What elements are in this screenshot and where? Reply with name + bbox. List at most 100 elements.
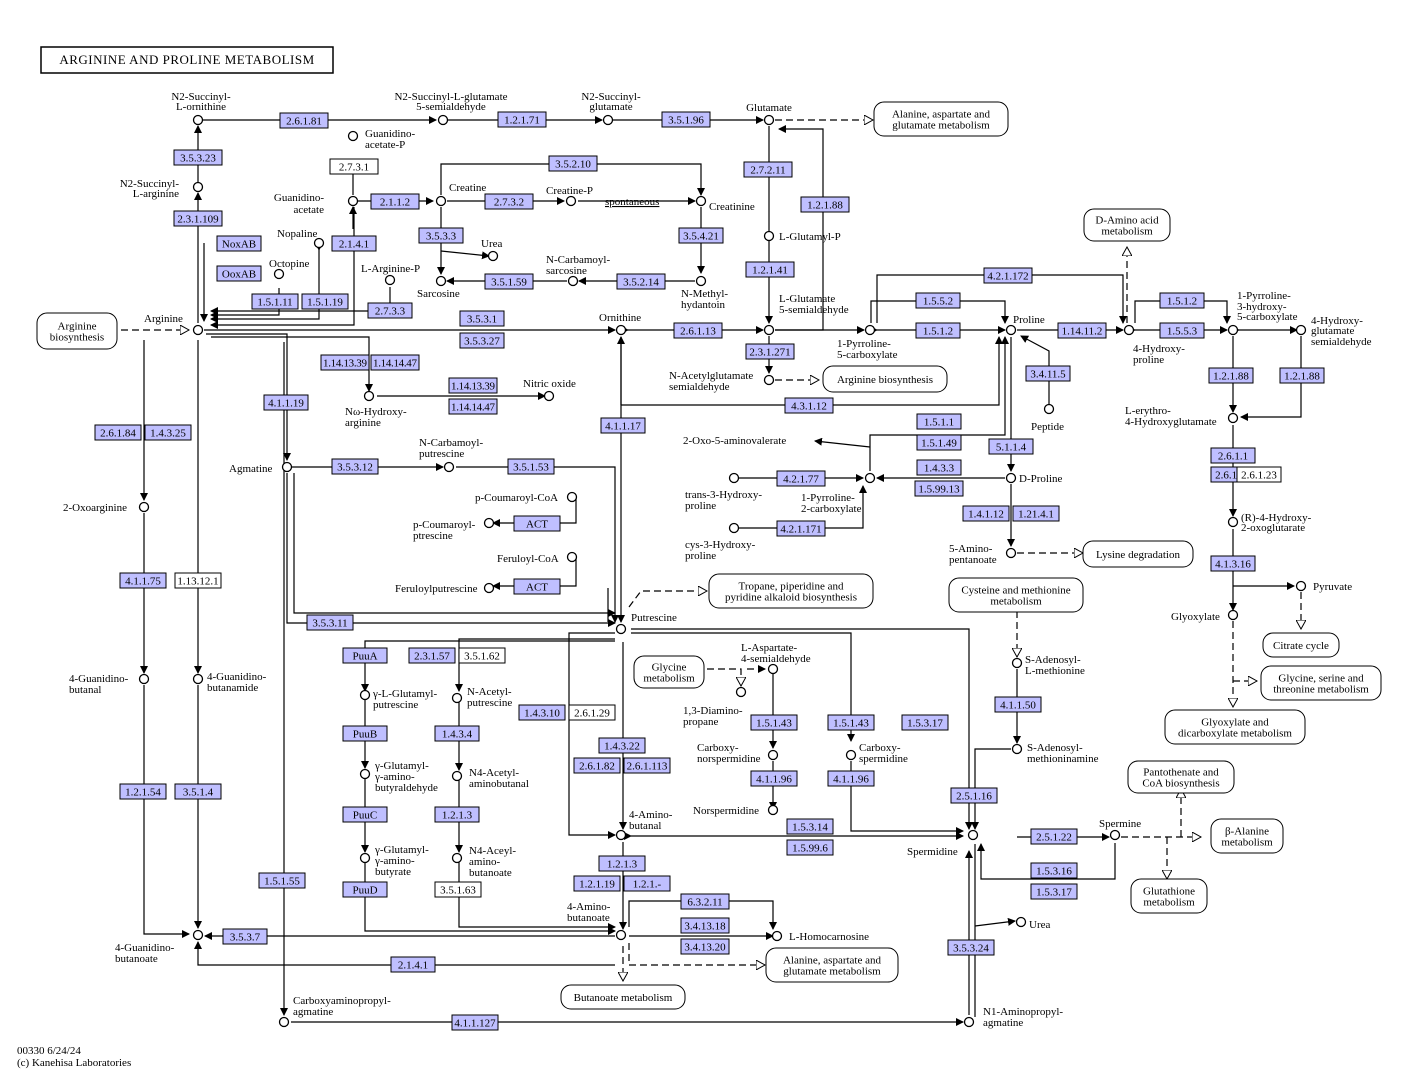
compound-node[interactable]: [359, 852, 371, 864]
enzyme-box[interactable]: 3.5.1.59: [484, 273, 534, 290]
enzyme-box[interactable]: 1.2.1.41: [745, 261, 795, 278]
enzyme-box[interactable]: 1.5.5.3: [1159, 322, 1205, 339]
enzyme-box[interactable]: 1.21.4.1: [1012, 505, 1060, 522]
enzyme-box[interactable]: 1.5.1.1: [916, 413, 962, 430]
compound-node[interactable]: [763, 374, 775, 386]
compound-node[interactable]: [1295, 324, 1307, 336]
enzyme-box[interactable]: 1.14.14.47: [448, 398, 498, 415]
enzyme-box[interactable]: 2.6.1.13: [673, 322, 723, 339]
compound-node[interactable]: [963, 1016, 975, 1028]
enzyme-box[interactable]: 2.6.1.29: [568, 704, 616, 721]
enzyme-box[interactable]: 1.4.3.3: [916, 459, 962, 476]
compound-node[interactable]: [359, 689, 371, 701]
enzyme-box[interactable]: 1.4.3.4: [434, 725, 480, 742]
enzyme-box[interactable]: 2.1.4.1: [331, 235, 377, 252]
compound-node[interactable]: [763, 230, 775, 242]
pathway-map-link[interactable]: Arginine biosynthesis: [822, 365, 948, 393]
enzyme-box[interactable]: 2.6.1.82: [573, 757, 621, 774]
enzyme-box[interactable]: 1.2.1.-: [623, 875, 671, 892]
enzyme-box[interactable]: 1.4.1.12: [962, 505, 1010, 522]
compound-node[interactable]: [1123, 324, 1135, 336]
enzyme-box[interactable]: 3.5.3.11: [306, 614, 354, 631]
enzyme-box[interactable]: ACT: [513, 578, 561, 595]
enzyme-box[interactable]: PuuD: [342, 881, 388, 898]
compound-node[interactable]: [1005, 324, 1017, 336]
compound-node[interactable]: [767, 804, 779, 816]
enzyme-box[interactable]: 1.4.3.22: [598, 737, 646, 754]
compound-node[interactable]: [967, 829, 979, 841]
enzyme-box[interactable]: 1.14.11.2: [1057, 322, 1107, 339]
compound-node[interactable]: [864, 472, 876, 484]
compound-node[interactable]: [192, 929, 204, 941]
enzyme-box[interactable]: 2.7.3.1: [329, 158, 379, 175]
compound-node[interactable]: [695, 275, 707, 287]
enzyme-box[interactable]: 4.1.1.17: [600, 417, 646, 434]
enzyme-box[interactable]: 3.5.3.23: [173, 149, 223, 166]
compound-node[interactable]: [845, 749, 857, 761]
compound-node[interactable]: [615, 829, 627, 841]
compound-node[interactable]: [359, 768, 371, 780]
compound-node[interactable]: [615, 929, 627, 941]
compound-node[interactable]: [138, 501, 150, 513]
compound-node[interactable]: [763, 114, 775, 126]
enzyme-box[interactable]: 1.2.1.88: [1279, 367, 1325, 384]
enzyme-box[interactable]: 4.1.1.50: [994, 696, 1042, 713]
compound-node[interactable]: [767, 663, 779, 675]
compound-node[interactable]: [192, 114, 204, 126]
enzyme-box[interactable]: 4.1.3.16: [1210, 555, 1256, 572]
enzyme-box[interactable]: PuuA: [342, 647, 388, 664]
compound-node[interactable]: [435, 195, 447, 207]
enzyme-box[interactable]: 1.5.1.2: [1159, 292, 1205, 309]
compound-node[interactable]: [483, 517, 495, 529]
enzyme-box[interactable]: 1.5.99.6: [786, 839, 834, 856]
enzyme-box[interactable]: OoxAB: [216, 265, 262, 282]
enzyme-box[interactable]: 1.14.13.39: [448, 377, 498, 394]
enzyme-box[interactable]: 2.7.3.3: [367, 302, 413, 319]
enzyme-box[interactable]: 3.5.3.3: [418, 227, 464, 244]
enzyme-box[interactable]: 1.2.1.88: [800, 196, 850, 213]
compound-node[interactable]: [483, 582, 495, 594]
enzyme-box[interactable]: 1.2.1.71: [497, 111, 547, 128]
enzyme-box[interactable]: 1.5.1.43: [827, 714, 875, 731]
enzyme-box[interactable]: 1.2.1.88: [1208, 367, 1254, 384]
enzyme-box[interactable]: 6.3.2.11: [680, 893, 730, 910]
enzyme-box[interactable]: 3.5.1.4: [174, 783, 222, 800]
enzyme-box[interactable]: 5.1.1.4: [988, 438, 1034, 455]
enzyme-box[interactable]: 2.6.1.81: [279, 112, 329, 129]
enzyme-box[interactable]: 3.5.1.63: [434, 881, 482, 898]
compound-node[interactable]: [735, 686, 747, 698]
enzyme-box[interactable]: 3.5.2.10: [548, 155, 598, 172]
compound-node[interactable]: [1015, 916, 1027, 928]
enzyme-box[interactable]: 1.5.1.49: [916, 434, 962, 451]
enzyme-box[interactable]: 1.14.13.39: [320, 354, 370, 371]
compound-node[interactable]: [763, 324, 775, 336]
compound-node[interactable]: [566, 551, 578, 563]
enzyme-box[interactable]: 1.5.3.14: [786, 818, 834, 835]
enzyme-box[interactable]: 3.5.3.7: [222, 928, 268, 945]
compound-node[interactable]: [615, 324, 627, 336]
enzyme-box[interactable]: 3.4.11.5: [1025, 365, 1071, 382]
enzyme-box[interactable]: 1.14.14.47: [370, 354, 420, 371]
enzyme-box[interactable]: 2.1.1.2: [370, 193, 420, 210]
enzyme-box[interactable]: 3.5.3.24: [947, 939, 995, 956]
enzyme-box[interactable]: PuuB: [342, 725, 388, 742]
enzyme-box[interactable]: 2.3.1.109: [173, 210, 223, 227]
enzyme-box[interactable]: 3.5.1.53: [507, 458, 555, 475]
enzyme-box[interactable]: 4.2.1.171: [776, 520, 826, 537]
enzyme-box[interactable]: 1.4.3.25: [144, 424, 192, 441]
compound-node[interactable]: [695, 195, 707, 207]
enzyme-box[interactable]: 4.1.1.127: [451, 1014, 499, 1031]
compound-node[interactable]: [1227, 516, 1239, 528]
compound-node[interactable]: [728, 472, 740, 484]
enzyme-box[interactable]: 2.3.1.271: [745, 343, 795, 360]
